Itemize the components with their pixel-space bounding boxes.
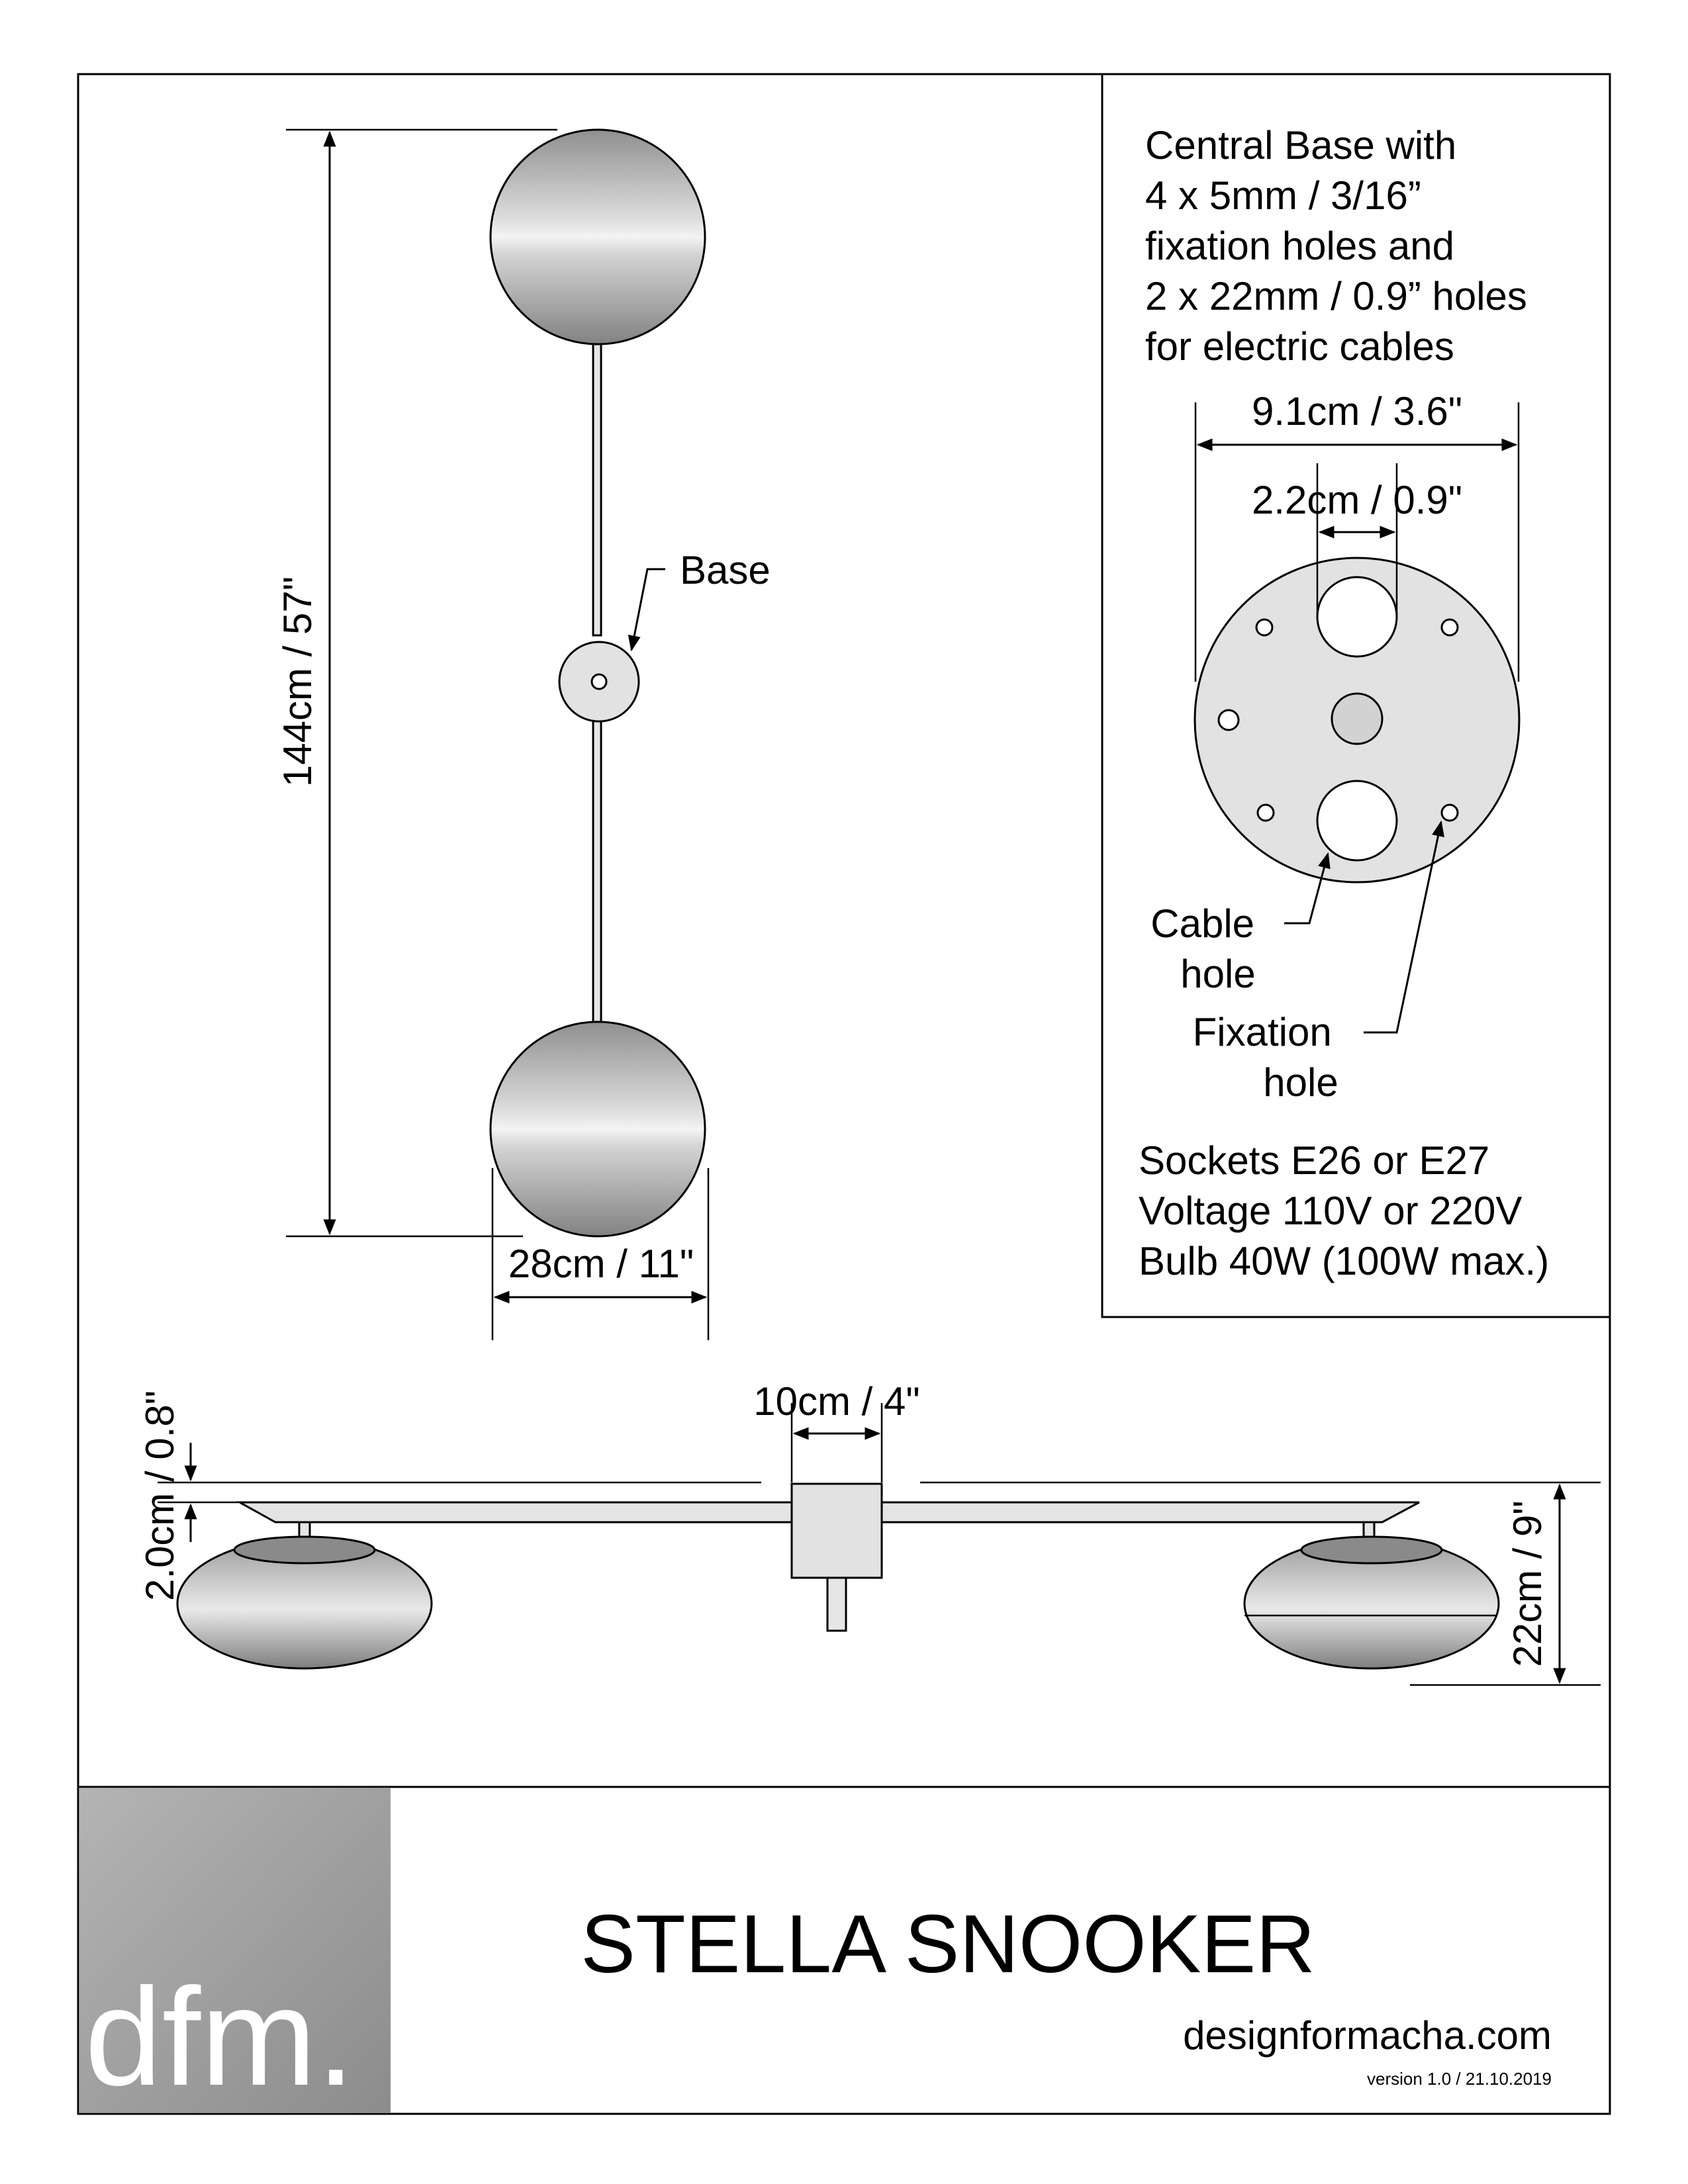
cable-hole-callout: Cable hole <box>1150 901 1265 996</box>
cable-hole-callout-line-1: Cable <box>1150 901 1254 946</box>
left-shade-cap <box>233 1535 376 1565</box>
total-height-label: 22cm / 9" <box>1505 1500 1550 1666</box>
globe-width-label: 28cm / 11" <box>508 1242 694 1286</box>
bottom-globe <box>489 1021 706 1238</box>
fixation-hole-top-right <box>1440 618 1459 637</box>
logo-block <box>79 1788 391 2113</box>
lamp-specs: Sockets E26 or E27 Voltage 110V or 220V … <box>1139 1138 1549 1283</box>
base-description-line-4: 2 x 22mm / 0.9” holes <box>1145 274 1527 318</box>
base-description-line-3: fixation holes and <box>1145 224 1454 268</box>
base-cylinder <box>790 1482 883 1579</box>
sheet-border <box>77 73 1611 2115</box>
cable-hole-bottom <box>1316 780 1398 862</box>
right-shade-cap <box>1300 1535 1443 1565</box>
cable-hole-leader <box>1284 852 1331 925</box>
cable-hole-label: 2.2cm / 0.9" <box>1252 478 1462 522</box>
product-title: STELLA SNOOKER <box>581 1899 1315 1990</box>
right-shade-stem <box>1362 1521 1376 1538</box>
fixation-hole-callout-line-2: hole <box>1263 1060 1338 1105</box>
base-description-line-1: Central Base with <box>1145 123 1456 167</box>
fixation-hole-bottom-left <box>1256 803 1275 822</box>
fixation-hole-callout-line-1: Fixation <box>1193 1010 1332 1054</box>
center-boss <box>1331 692 1383 745</box>
height-label: 144cm / 57" <box>275 576 320 787</box>
spec-sockets: Sockets E26 or E27 <box>1139 1138 1489 1183</box>
fixation-hole-callout: Fixation hole <box>1193 1010 1343 1105</box>
cable-hole-callout-line-2: hole <box>1180 952 1255 996</box>
cable-hole-top <box>1316 576 1398 658</box>
spec-bulb: Bulb 40W (100W max.) <box>1139 1239 1549 1283</box>
base-detail: Central Base with 4 x 5mm / 3/16” fixati… <box>1139 123 1549 1283</box>
stem-lower <box>592 717 602 1027</box>
arm-thickness-label: 2.0cm / 0.8" <box>138 1390 182 1601</box>
base-detail-box <box>1101 74 1610 1318</box>
central-base-hole <box>590 673 608 690</box>
base-description: Central Base with 4 x 5mm / 3/16” fixati… <box>1145 123 1538 369</box>
outer-diameter-label: 9.1cm / 3.6" <box>1252 389 1462 433</box>
fixation-hole-leader <box>1364 820 1444 1034</box>
stem-upper <box>592 343 602 637</box>
base-description-line-5: for electric cables <box>1145 324 1454 369</box>
fixation-hole-left <box>1217 709 1240 731</box>
base-width-label: 10cm / 4" <box>753 1379 919 1424</box>
spec-voltage: Voltage 110V or 220V <box>1139 1189 1522 1233</box>
fixation-hole-top-left <box>1255 618 1274 637</box>
fixation-hole-bottom-right <box>1440 803 1459 822</box>
version-info: version 1.0 / 21.10.2019 <box>1367 2069 1552 2089</box>
logo-text: dfm. <box>85 1959 355 2115</box>
top-globe <box>489 128 706 345</box>
left-shade-stem <box>298 1521 311 1538</box>
title-block: dfm. STELLA SNOOKER designformacha.com v… <box>79 1788 1552 2115</box>
base-callout-label: Base <box>680 548 771 592</box>
base-description-line-2: 4 x 5mm / 3/16” <box>1145 173 1421 218</box>
website: designformacha.com <box>1183 2013 1552 2058</box>
side-view: 10cm / 4" 2.0cm / 0.8" 22cm / 9" <box>138 1379 1601 1686</box>
base-callout-leader <box>628 568 665 652</box>
front-view: 144cm / 57" 28cm / 11" Base <box>275 128 771 1340</box>
base-stub <box>826 1576 847 1632</box>
